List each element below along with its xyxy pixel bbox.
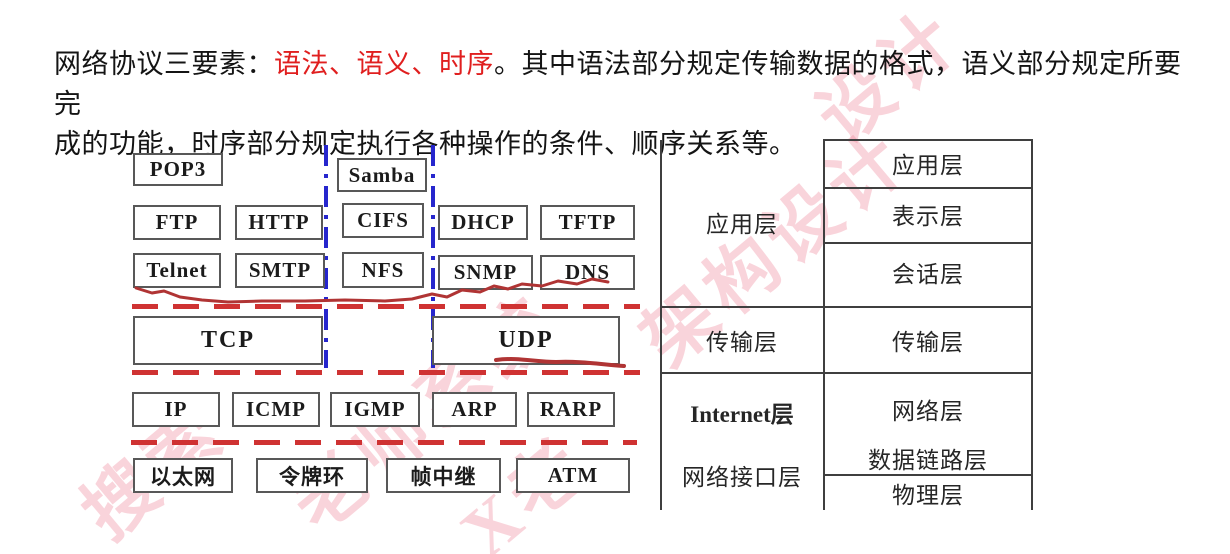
tcpip-layer-internet: Internet层 bbox=[690, 402, 794, 427]
protocol-box-igmp: IGMP bbox=[330, 392, 420, 427]
table-vline-middle bbox=[823, 139, 825, 510]
red-dashed-divider-3 bbox=[131, 440, 637, 445]
red-dashed-divider-2 bbox=[132, 370, 640, 375]
protocol-box-dhcp: DHCP bbox=[438, 205, 528, 240]
table-hline-transport-bottom bbox=[660, 372, 1033, 374]
protocol-box-http: HTTP bbox=[235, 205, 323, 240]
protocol-box-telnet: Telnet bbox=[133, 253, 221, 288]
tcpip-layer-network-interface: 网络接口层 bbox=[682, 465, 802, 490]
blue-dashed-divider-left bbox=[324, 145, 328, 368]
intro-prefix: 网络协议三要素： bbox=[54, 49, 274, 79]
protocol-box-frame-relay: 帧中继 bbox=[386, 458, 501, 493]
blue-dashed-divider-right bbox=[431, 145, 435, 368]
protocol-box-pop3: POP3 bbox=[133, 153, 223, 186]
osi-layer-application: 应用层 bbox=[892, 153, 964, 178]
intro-highlight: 语法、语义、时序 bbox=[274, 49, 494, 79]
osi-layer-physical: 物理层 bbox=[892, 483, 964, 508]
protocol-box-tcp: TCP bbox=[133, 316, 323, 365]
table-hline-osi-top bbox=[823, 139, 1033, 141]
osi-layer-presentation: 表示层 bbox=[892, 204, 964, 229]
table-hline-transport-top bbox=[660, 306, 1033, 308]
protocol-box-ethernet: 以太网 bbox=[133, 458, 233, 493]
protocol-box-smtp: SMTP bbox=[235, 253, 325, 288]
protocol-box-snmp: SNMP bbox=[438, 255, 533, 290]
protocol-box-udp: UDP bbox=[432, 316, 620, 365]
table-vline-left bbox=[660, 140, 662, 510]
protocol-box-token-ring: 令牌环 bbox=[256, 458, 368, 493]
intro-line1: 网络协议三要素：语法、语义、时序。其中语法部分规定传输数据的格式，语义部分规定所… bbox=[54, 44, 1204, 124]
protocol-box-tftp: TFTP bbox=[540, 205, 635, 240]
osi-layer-data-link: 数据链路层 bbox=[868, 448, 988, 473]
tcpip-layer-application: 应用层 bbox=[706, 212, 778, 237]
table-hline-datalink-physical bbox=[823, 474, 1033, 476]
tcpip-layer-transport: 传输层 bbox=[706, 330, 778, 355]
table-hline-application-presentation bbox=[823, 187, 1033, 189]
protocol-box-dns: DNS bbox=[540, 255, 635, 290]
protocol-box-rarp: RARP bbox=[527, 392, 615, 427]
protocol-box-atm: ATM bbox=[516, 458, 630, 493]
table-vline-right bbox=[1031, 139, 1033, 510]
protocol-box-nfs: NFS bbox=[342, 252, 424, 288]
protocol-box-samba: Samba bbox=[337, 158, 427, 192]
intro-suffix: 。其中语法部分规定传输数据的格式，语义部分规定所要完 bbox=[54, 49, 1182, 119]
osi-layer-transport: 传输层 bbox=[892, 330, 964, 355]
protocol-box-arp: ARP bbox=[432, 392, 517, 427]
red-dashed-divider-1 bbox=[132, 304, 640, 309]
protocol-box-ip: IP bbox=[132, 392, 220, 427]
protocol-box-icmp: ICMP bbox=[232, 392, 320, 427]
protocol-box-cifs: CIFS bbox=[342, 203, 424, 238]
table-hline-presentation-session bbox=[823, 242, 1033, 244]
protocol-box-ftp: FTP bbox=[133, 205, 221, 240]
osi-layer-network: 网络层 bbox=[892, 399, 964, 424]
osi-layer-session: 会话层 bbox=[892, 262, 964, 287]
